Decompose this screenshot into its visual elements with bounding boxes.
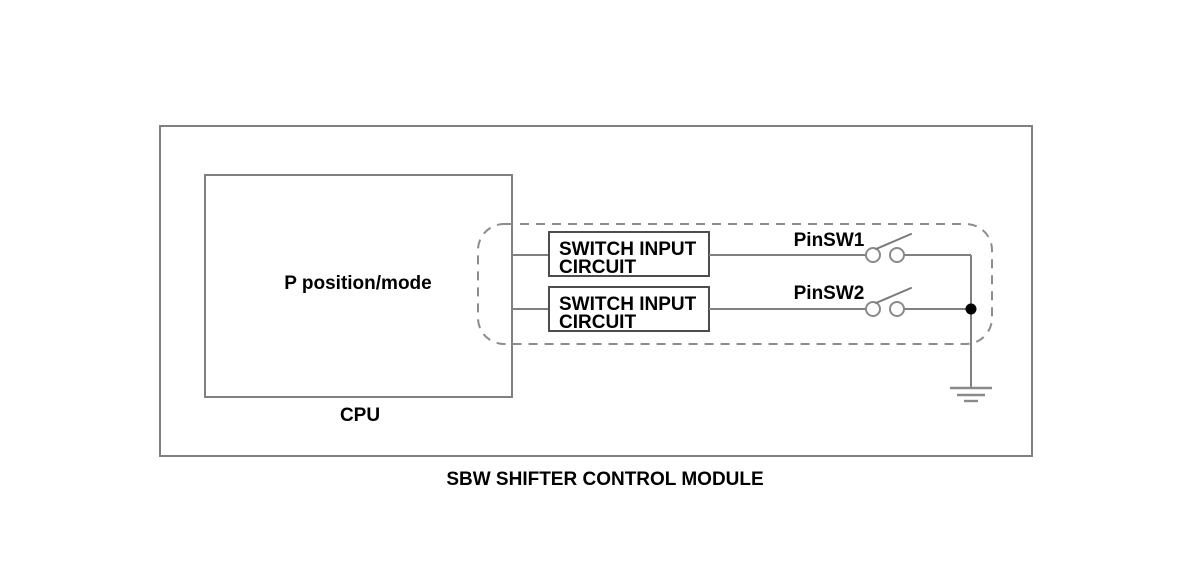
- diagram-caption: SBW SHIFTER CONTROL MODULE: [446, 469, 763, 490]
- switch1-blade: [875, 233, 912, 250]
- switch2-left-terminal: [865, 301, 881, 317]
- module-enclosure-box: [159, 125, 1033, 457]
- cpu-label: CPU: [340, 405, 380, 426]
- dashed-subsystem-boundary: [477, 223, 993, 345]
- cpu-box: [204, 174, 513, 398]
- switch-input-circuit-1-line2: CIRCUIT: [559, 257, 636, 278]
- switch-input-circuit-box-2: [548, 286, 710, 332]
- switch1-left-terminal: [865, 247, 881, 263]
- switch-input-circuit-box-1: [548, 231, 710, 277]
- switch2-blade: [875, 287, 912, 304]
- switch2-right-terminal: [889, 301, 905, 317]
- cpu-internal-label: P position/mode: [284, 273, 431, 294]
- switch-input-circuit-2-line1: SWITCH INPUT: [559, 294, 697, 315]
- switch-input-circuit-2-line2: CIRCUIT: [559, 312, 636, 333]
- switch1-right-terminal: [889, 247, 905, 263]
- junction-dot: [965, 303, 977, 315]
- switch-input-circuit-1-line1: SWITCH INPUT: [559, 239, 697, 260]
- pin-label-pinsw2: PinSW2: [794, 283, 865, 304]
- pin-label-pinsw1: PinSW1: [794, 230, 865, 251]
